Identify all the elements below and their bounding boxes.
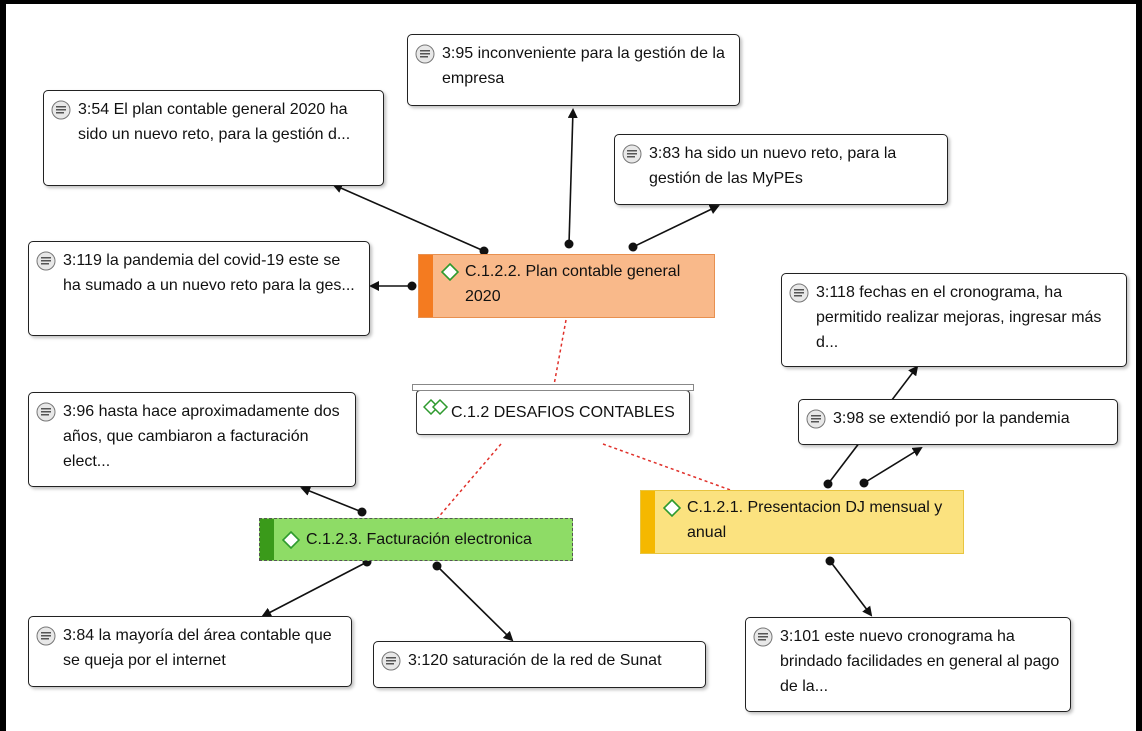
quotation-text: 3:119 la pandemia del covid-19 este se h… bbox=[63, 252, 355, 294]
quotation-text: 3:96 hasta hace aproximadamente dos años… bbox=[63, 403, 340, 470]
link-c121-q98-dot bbox=[859, 478, 869, 488]
code-color-bar bbox=[260, 519, 274, 560]
quotation-node-3-84[interactable]: 3:84 la mayoría del área contable que se… bbox=[28, 616, 352, 687]
quotation-text: 3:98 se extendió por la pandemia bbox=[833, 410, 1070, 427]
quotation-text: 3:118 fechas en el cronograma, ha permit… bbox=[816, 284, 1102, 351]
link-c123-q120 bbox=[436, 565, 514, 642]
quotation-node-3-54[interactable]: 3:54 El plan contable general 2020 ha si… bbox=[43, 90, 384, 186]
quotation-text: 3:101 este nuevo cronograma ha brindado … bbox=[780, 628, 1060, 695]
quotation-text: 3:54 El plan contable general 2020 ha si… bbox=[78, 101, 351, 143]
link-c121-q101-dot bbox=[825, 556, 835, 566]
code-color-bar bbox=[641, 491, 655, 553]
quotation-icon bbox=[622, 144, 642, 164]
quotation-icon bbox=[753, 627, 773, 647]
group-header-bar bbox=[412, 384, 694, 391]
code-group-label: C.1.2 DESAFIOS CONTABLES bbox=[451, 404, 675, 421]
quotation-icon bbox=[789, 283, 809, 303]
quotation-icon bbox=[806, 409, 826, 429]
quotation-icon bbox=[36, 626, 56, 646]
link-c123-q84 bbox=[261, 561, 368, 617]
code-label: C.1.2.2. Plan contable general 2020 bbox=[465, 263, 681, 305]
link-c122-q83 bbox=[632, 204, 720, 248]
code-label: C.1.2.3. Facturación electronica bbox=[306, 531, 532, 548]
link-c122-q95-dot bbox=[564, 239, 574, 249]
quotation-node-3-119[interactable]: 3:119 la pandemia del covid-19 este se h… bbox=[28, 241, 370, 336]
dotted-link-group-c121 bbox=[602, 443, 737, 493]
link-c122-q95 bbox=[567, 108, 578, 245]
quotation-node-3-83[interactable]: 3:83 ha sido un nuevo reto, para la gest… bbox=[614, 134, 948, 205]
link-c121-q118-dot bbox=[823, 479, 833, 489]
quotation-icon bbox=[36, 251, 56, 271]
link-c122-q54 bbox=[332, 183, 485, 252]
link-c122-q83-dot bbox=[628, 242, 638, 252]
quotation-icon bbox=[36, 402, 56, 422]
code-color-bar bbox=[419, 255, 433, 317]
code-node-presentacion-dj[interactable]: C.1.2.1. Presentacion DJ mensual y anual bbox=[640, 490, 964, 554]
quotation-text: 3:95 inconveniente para la gestión de la… bbox=[442, 45, 725, 87]
code-node-facturacion[interactable]: C.1.2.3. Facturación electronica bbox=[259, 518, 573, 561]
quotation-node-3-120[interactable]: 3:120 saturación de la red de Sunat bbox=[373, 641, 706, 688]
code-diamond-icon bbox=[441, 263, 459, 281]
code-diamond-icon bbox=[282, 531, 300, 549]
code-diamond-icon bbox=[663, 499, 681, 517]
network-canvas: 3:95 inconveniente para la gestión de la… bbox=[6, 4, 1136, 731]
quotation-text: 3:84 la mayoría del área contable que se… bbox=[63, 627, 332, 669]
quotation-node-3-118[interactable]: 3:118 fechas en el cronograma, ha permit… bbox=[781, 273, 1127, 367]
link-c123-q120-dot bbox=[432, 561, 442, 571]
quotation-node-3-101[interactable]: 3:101 este nuevo cronograma ha brindado … bbox=[745, 617, 1071, 712]
quotation-text: 3:120 saturación de la red de Sunat bbox=[408, 652, 662, 669]
dotted-link-group-c123 bbox=[435, 443, 502, 521]
link-c123-q96 bbox=[300, 486, 363, 513]
link-c121-q98 bbox=[863, 446, 923, 484]
quotation-node-3-98[interactable]: 3:98 se extendió por la pandemia bbox=[798, 399, 1118, 445]
code-group-node[interactable]: C.1.2 DESAFIOS CONTABLES bbox=[412, 384, 694, 435]
quotation-icon bbox=[381, 651, 401, 671]
code-group-icon bbox=[423, 399, 449, 415]
code-label: C.1.2.1. Presentacion DJ mensual y anual bbox=[687, 499, 943, 541]
link-c122-q54-dot bbox=[479, 246, 489, 256]
link-c121-q101 bbox=[829, 560, 873, 617]
quotation-icon bbox=[415, 44, 435, 64]
link-c123-q96-dot bbox=[357, 507, 367, 517]
code-node-plan-contable[interactable]: C.1.2.2. Plan contable general 2020 bbox=[418, 254, 715, 318]
network-links bbox=[261, 108, 923, 642]
quotation-icon bbox=[51, 100, 71, 120]
link-c122-q119-dot bbox=[407, 281, 417, 291]
quotation-node-3-95[interactable]: 3:95 inconveniente para la gestión de la… bbox=[407, 34, 740, 106]
dotted-link-c122-group bbox=[553, 319, 567, 386]
quotation-node-3-96[interactable]: 3:96 hasta hace aproximadamente dos años… bbox=[28, 392, 356, 487]
quotation-text: 3:83 ha sido un nuevo reto, para la gest… bbox=[649, 145, 897, 187]
